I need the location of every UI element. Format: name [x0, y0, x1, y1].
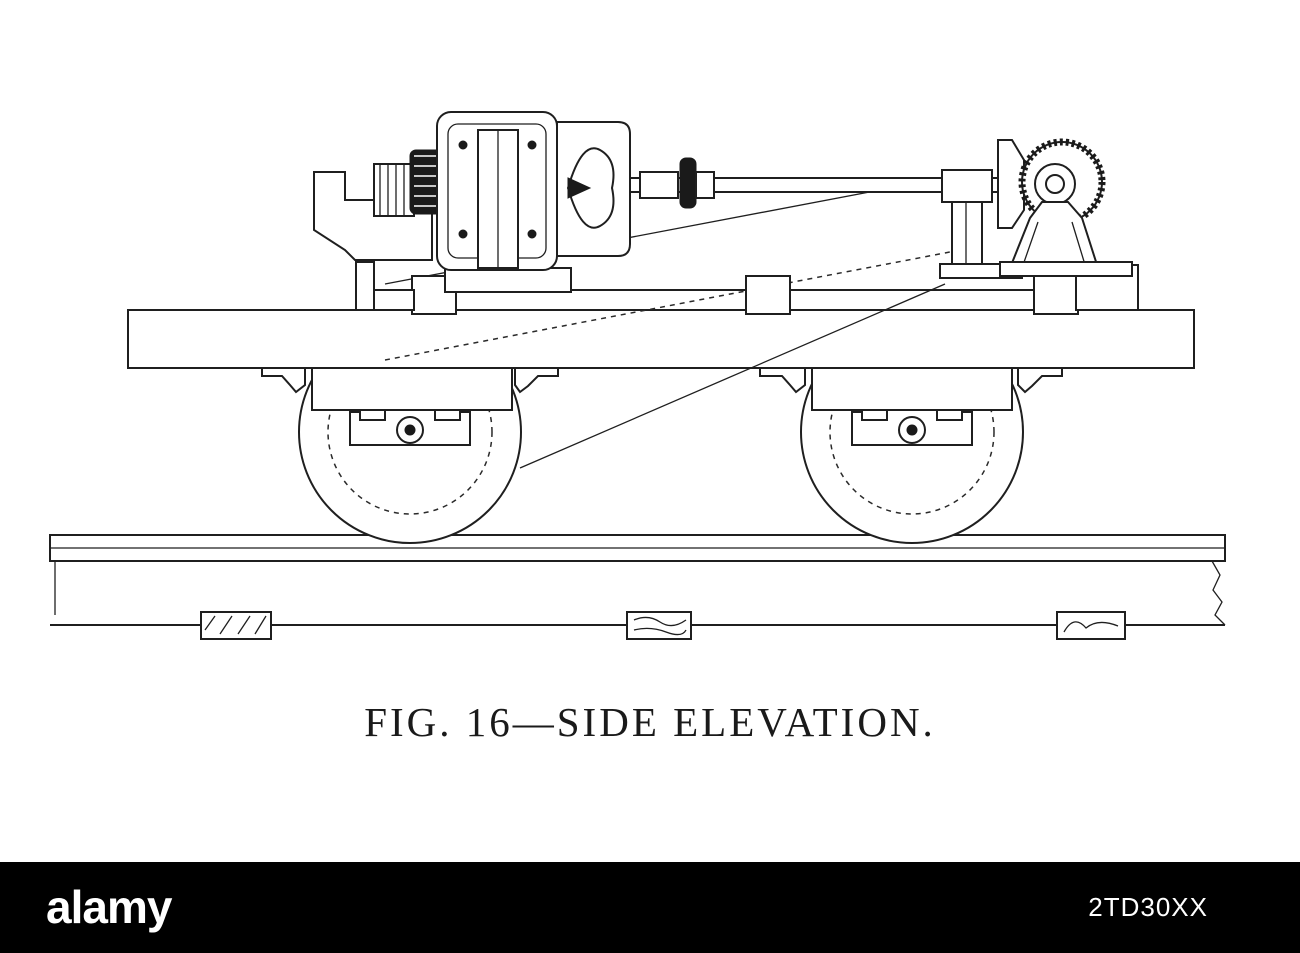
electric-motor: [313, 111, 631, 293]
motor-gear: [409, 149, 443, 215]
stock-watermark-banner: alamy 2TD30XX: [0, 862, 1300, 953]
stock-image-id: 2TD30XX: [1088, 892, 1208, 922]
wheel-left: [298, 320, 522, 544]
axle-box: [851, 409, 973, 446]
stock-logo: alamy: [46, 881, 172, 933]
axle-box: [349, 409, 471, 446]
drive-shaft: [629, 157, 1003, 209]
pedestal-bracket: [261, 367, 1063, 394]
figure-caption: FIG. 16—SIDE ELEVATION.: [364, 699, 936, 745]
rail-tie: [1056, 611, 1126, 640]
rail-tie: [200, 611, 272, 640]
bevel-gear: [997, 138, 1133, 277]
rail-tie: [626, 611, 692, 640]
side-elevation-drawing: [49, 111, 1226, 640]
truck-frame: [127, 309, 1195, 369]
